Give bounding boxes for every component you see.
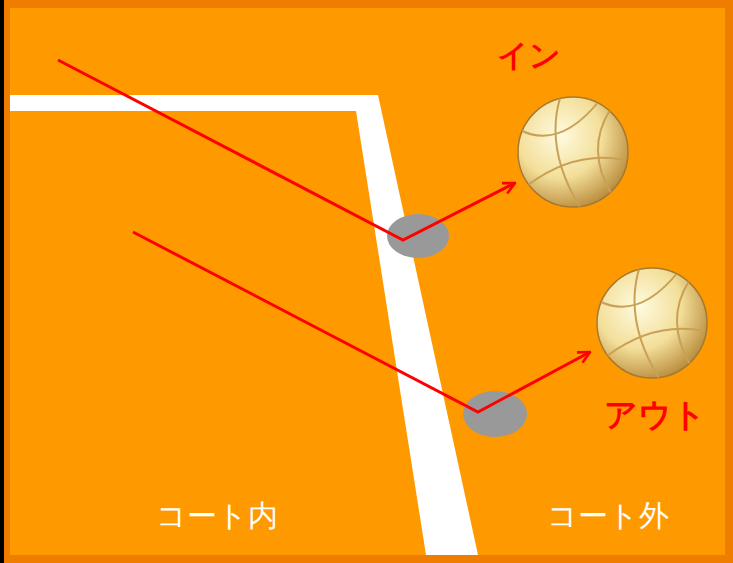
zone-label: コート外 — [547, 499, 669, 532]
volleyball — [518, 97, 628, 207]
court-floor — [10, 8, 725, 555]
ball-path — [58, 60, 515, 240]
in-label: イン — [497, 38, 561, 72]
contact-spot — [463, 391, 527, 437]
volleyball — [597, 268, 707, 378]
zone-label: コート内 — [156, 499, 278, 532]
ball-path — [133, 232, 590, 412]
out-label: アウト — [604, 397, 706, 433]
frame-edge — [0, 0, 4, 563]
court-line — [10, 95, 478, 555]
